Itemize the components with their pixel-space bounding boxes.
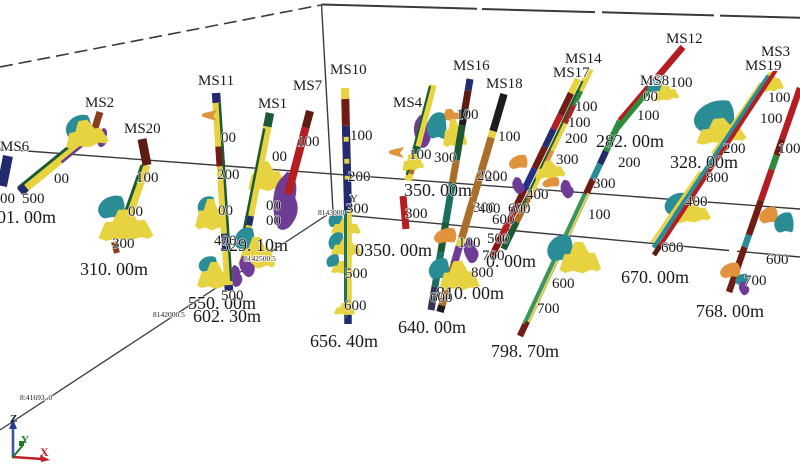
svg-text:300: 300: [556, 152, 579, 168]
svg-text:800: 800: [706, 170, 729, 186]
svg-text:8:41693. 0: 8:41693. 0: [20, 393, 52, 402]
svg-text:100: 100: [350, 128, 373, 144]
svg-text:400: 400: [214, 233, 237, 249]
svg-text:MS14: MS14: [565, 51, 602, 67]
svg-text:640. 00m: 640. 00m: [398, 317, 466, 337]
svg-text:100: 100: [778, 141, 800, 157]
svg-text:MS6: MS6: [0, 139, 30, 155]
svg-text:0350. 00m: 0350. 00m: [355, 240, 432, 260]
svg-text:MS8: MS8: [640, 73, 669, 89]
svg-text:600: 600: [492, 212, 515, 228]
svg-text:700: 700: [744, 273, 767, 289]
svg-text:MS18: MS18: [486, 76, 523, 92]
svg-text:200: 200: [217, 167, 240, 183]
svg-text:700: 700: [537, 301, 560, 317]
svg-text:MS11: MS11: [198, 73, 234, 89]
svg-text:Z: Z: [10, 413, 17, 425]
svg-text:500: 500: [345, 266, 368, 282]
svg-text:MS17: MS17: [553, 65, 590, 81]
svg-text:00: 00: [643, 89, 658, 105]
svg-text:100: 100: [409, 147, 432, 163]
svg-text:600: 600: [430, 290, 453, 306]
svg-text:MS3: MS3: [761, 44, 790, 60]
svg-text:200: 200: [477, 168, 500, 184]
svg-text:MS7: MS7: [293, 78, 323, 94]
svg-text:500: 500: [487, 231, 510, 247]
svg-text:800: 800: [471, 265, 494, 281]
svg-text:670. 00m: 670. 00m: [621, 267, 689, 287]
svg-text:100: 100: [297, 134, 320, 150]
svg-text:MS4: MS4: [393, 95, 423, 111]
svg-text:550. 00m: 550. 00m: [188, 293, 256, 313]
svg-text:600: 600: [508, 201, 531, 217]
svg-text:400: 400: [685, 194, 708, 210]
svg-text:350. 00m: 350. 00m: [404, 180, 472, 200]
svg-text:MS19: MS19: [745, 58, 782, 74]
svg-text:100: 100: [670, 75, 693, 91]
svg-text:8142000.5: 8142000.5: [153, 310, 185, 319]
svg-text:600: 600: [344, 298, 367, 314]
svg-text:100: 100: [498, 129, 521, 145]
svg-text:100: 100: [760, 111, 783, 127]
svg-text:100: 100: [575, 99, 598, 115]
svg-text:MS10: MS10: [330, 62, 367, 78]
svg-text:100: 100: [637, 108, 660, 124]
svg-text:00: 00: [128, 204, 143, 220]
svg-text:300: 300: [112, 236, 135, 252]
svg-text:Y: Y: [350, 193, 358, 205]
svg-text:329. 10m: 329. 10m: [220, 235, 288, 255]
svg-text:100: 100: [456, 107, 479, 123]
svg-text:600: 600: [766, 252, 789, 268]
svg-text:MS20: MS20: [124, 121, 161, 137]
svg-text:100: 100: [136, 170, 159, 186]
svg-text:00: 00: [54, 171, 69, 187]
svg-text:656. 40m: 656. 40m: [310, 331, 378, 351]
svg-text:00: 00: [218, 203, 233, 219]
svg-text:602. 30m: 602. 30m: [193, 306, 261, 326]
svg-text:500: 500: [221, 288, 244, 304]
svg-text:X: X: [40, 445, 49, 459]
svg-text:400: 400: [478, 201, 501, 217]
svg-text:100: 100: [588, 207, 611, 223]
svg-text:00: 00: [266, 213, 281, 229]
svg-text:MS2: MS2: [85, 95, 114, 111]
svg-text:600: 600: [552, 276, 575, 292]
svg-text:8142500.5: 8142500.5: [244, 254, 276, 263]
svg-text:310. 00m: 310. 00m: [80, 259, 148, 279]
svg-text:MS12: MS12: [666, 31, 703, 47]
svg-text:200: 200: [485, 169, 508, 185]
svg-text:768. 00m: 768. 00m: [696, 301, 764, 321]
svg-text:500: 500: [22, 191, 45, 207]
svg-text:8143000: 8143000: [318, 208, 345, 217]
svg-text:00: 00: [0, 191, 15, 207]
svg-text:300: 300: [473, 200, 496, 216]
svg-text:400: 400: [526, 187, 549, 203]
svg-text:282. 00m: 282. 00m: [596, 131, 664, 151]
svg-text:00: 00: [221, 130, 236, 146]
svg-text:01. 00m: 01. 00m: [0, 207, 56, 227]
svg-text:600: 600: [661, 240, 684, 256]
svg-text:Y: Y: [21, 434, 29, 446]
svg-text:0. 00m: 0. 00m: [486, 251, 536, 271]
svg-text:300: 300: [346, 201, 369, 217]
svg-text:100: 100: [568, 115, 591, 131]
svg-text:200: 200: [723, 141, 746, 157]
svg-text:100: 100: [768, 90, 791, 106]
svg-text:200: 200: [618, 155, 641, 171]
svg-text:810. 00m: 810. 00m: [436, 283, 504, 303]
svg-text:200: 200: [565, 131, 588, 147]
svg-text:300: 300: [434, 150, 457, 166]
svg-text:798. 70m: 798. 70m: [491, 341, 559, 361]
svg-text:MS1: MS1: [258, 96, 287, 112]
svg-text:00: 00: [272, 149, 287, 165]
svg-text:100: 100: [458, 235, 481, 251]
svg-text:200: 200: [348, 169, 371, 185]
svg-text:328. 00m: 328. 00m: [670, 152, 738, 172]
svg-text:700: 700: [482, 248, 505, 264]
svg-text:00: 00: [266, 198, 281, 214]
svg-text:300: 300: [593, 176, 616, 192]
svg-text:300: 300: [405, 206, 428, 222]
svg-text:MS16: MS16: [453, 58, 490, 74]
